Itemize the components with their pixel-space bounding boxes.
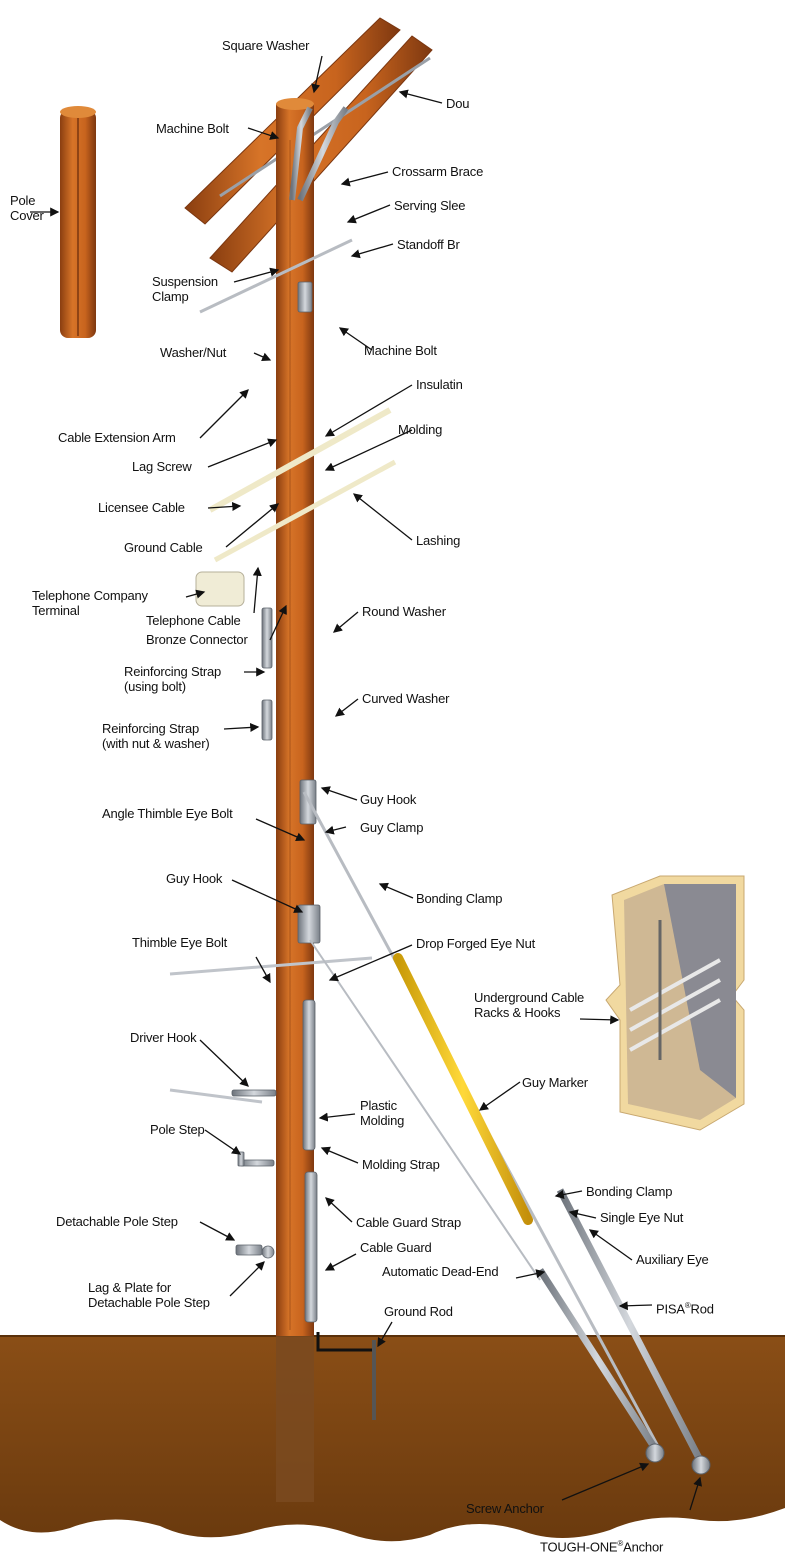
ground-rod-label: Ground Rod [384,1304,453,1319]
telephone-cable-label: Telephone Cable [146,613,241,628]
driver-hook-label: Driver Hook [130,1030,196,1045]
bonding-clamp-bottom-label: Bonding Clamp [586,1184,672,1199]
ground-cable-label: Ground Cable [124,540,203,555]
guy-hook-top-label: Guy Hook [360,792,416,807]
double-crossarm-label: Dou [446,96,469,111]
licensee-cable-label: Licensee Cable [98,500,185,515]
guy-marker-label: Guy Marker [522,1075,588,1090]
detachable-pole-step-label: Detachable Pole Step [56,1214,178,1229]
angle-thimble-eye-bolt-label: Angle Thimble Eye Bolt [102,806,233,821]
single-eye-nut-label: Single Eye Nut [600,1210,683,1225]
tough-one-anchor-label: TOUGH-ONE®Anchor [540,1536,663,1554]
machine-bolt-right-label: Machine Bolt [364,343,437,358]
round-washer-label: Round Washer [362,604,446,619]
thimble-eye-bolt-label: Thimble Eye Bolt [132,935,227,950]
screw-anchor-image [646,1444,664,1462]
underground-cable-racks-label: Underground Cable Racks & Hooks [474,990,584,1020]
pisa-rod-name: PISA [656,1301,685,1316]
insulating-label: Insulatin [416,377,463,392]
bronze-connector-label: Bronze Connector [146,632,248,647]
reinforcing-strap-bolt-label: Reinforcing Strap (using bolt) [124,664,221,694]
pisa-rod-label: PISA®Rod [656,1298,714,1316]
standoff-bracket-label: Standoff Br [397,237,460,252]
square-washer-label: Square Washer [222,38,309,53]
cable-guard-strap-label: Cable Guard Strap [356,1215,461,1230]
washer-nut-label: Washer/Nut [160,345,226,360]
lashing-label: Lashing [416,533,460,548]
tough-one-name: TOUGH-ONE [540,1539,617,1554]
serving-sleeve-label: Serving Slee [394,198,465,213]
cable-guard-label: Cable Guard [360,1240,432,1255]
molding-top-label: Molding [398,422,442,437]
plastic-molding-label: Plastic Molding [360,1098,404,1128]
bonding-clamp-top-label: Bonding Clamp [416,891,502,906]
curved-washer-label: Curved Washer [362,691,449,706]
lag-screw-label: Lag Screw [132,459,192,474]
tough-one-suffix: Anchor [623,1539,663,1554]
screw-anchor-label: Screw Anchor [466,1501,544,1516]
tough-one-anchor-image [692,1456,710,1474]
guy-hook-mid-label: Guy Hook [166,871,222,886]
underground-vault-image [606,876,744,1130]
lag-plate-label: Lag & Plate for Detachable Pole Step [88,1280,210,1310]
drop-forged-eye-nut-label: Drop Forged Eye Nut [416,936,535,951]
pisa-rod-suffix: Rod [691,1301,714,1316]
pole-cover-label: Pole Cover [10,193,44,223]
reinforcing-strap-nut-label: Reinforcing Strap (with nut & washer) [102,721,209,751]
cable-extension-arm-label: Cable Extension Arm [58,430,176,445]
molding-strap-label: Molding Strap [362,1157,440,1172]
telephone-company-terminal-label: Telephone Company Terminal [32,588,148,618]
pole-step-label: Pole Step [150,1122,205,1137]
machine-bolt-top-label: Machine Bolt [156,121,229,136]
suspension-clamp-label: Suspension Clamp [152,274,218,304]
pole-cover-image [60,106,96,338]
guy-clamp-label: Guy Clamp [360,820,423,835]
telephone-terminal-image [196,572,244,606]
crossarm-brace-label: Crossarm Brace [392,164,483,179]
auxiliary-eye-label: Auxiliary Eye [636,1252,709,1267]
ground-soil [0,1336,785,1541]
automatic-dead-end-label: Automatic Dead-End [382,1264,498,1279]
